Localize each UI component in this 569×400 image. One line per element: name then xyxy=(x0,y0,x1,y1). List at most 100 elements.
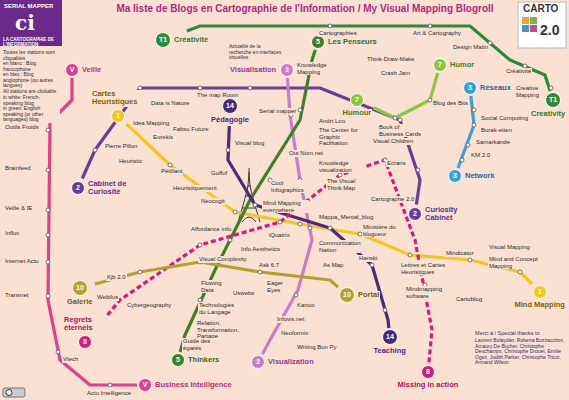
station-dot xyxy=(549,86,553,90)
station-dot xyxy=(56,350,60,354)
station-dot xyxy=(328,226,332,230)
terminus: 3Visualization xyxy=(251,355,315,369)
station-dot xyxy=(46,294,50,298)
station-dot xyxy=(370,263,374,267)
line-number: 10 xyxy=(72,280,88,296)
station-dot xyxy=(46,208,50,212)
station-name: The Center for Graphic Facilitation xyxy=(318,127,370,147)
station-name: Book of Business Cards xyxy=(378,124,425,137)
logo-text: SERIAL MAPPER xyxy=(3,3,54,10)
line-name: Galerie xyxy=(66,298,93,306)
station-dot xyxy=(138,270,142,274)
station-name: Eurekis xyxy=(152,134,174,141)
station-name: Hanski xyxy=(358,255,378,262)
station-dot xyxy=(298,222,302,226)
station-dot xyxy=(168,163,172,167)
terminus: 3Network xyxy=(448,169,496,183)
station-name: Mind and Concept Mapping xyxy=(488,256,545,269)
station-name: Creative Mapping xyxy=(515,85,547,98)
station-name: Relation, Transformation, Partage xyxy=(196,320,250,340)
line-name: Humour xyxy=(342,109,373,117)
terminus: 14Pédagogie xyxy=(210,98,250,125)
terminus: 3Visualisation xyxy=(229,63,294,77)
station-dot xyxy=(108,383,112,387)
legend-note: in green: English speaking (or other lan… xyxy=(2,106,60,123)
line-name: Les Penseurs xyxy=(327,38,378,46)
terminus: 1Mind Mapping xyxy=(514,285,567,310)
line-number: 3 xyxy=(463,81,477,95)
legend-note: en blanc : Blog francophone xyxy=(2,61,60,72)
legend-note: in white: French-speaking blog xyxy=(2,95,60,106)
station-name: Art & Cartography xyxy=(412,30,462,37)
station-name: Idea Mapping xyxy=(132,120,170,127)
station-dot xyxy=(226,148,230,152)
station-name: Heuristic xyxy=(118,158,143,165)
station-name: Blog des Bits xyxy=(432,100,469,107)
line-name: Business Intelligence xyxy=(154,381,233,389)
station-dot xyxy=(198,243,202,247)
station-name: Pétillant xyxy=(160,168,183,175)
station-name: Serial mapper xyxy=(258,108,297,115)
station-name: Eager Eyes xyxy=(266,280,294,293)
line-number: 10 xyxy=(339,287,355,303)
station-name: Fabso Future xyxy=(172,126,210,133)
station-name: Cartographe 2.0 xyxy=(370,196,415,203)
station-dot xyxy=(258,270,262,274)
station-name: Visual blog xyxy=(234,140,265,147)
line-name: Network xyxy=(464,172,496,180)
line-number: 1 xyxy=(533,285,547,299)
station-name: Communication Nation xyxy=(318,240,360,253)
station-name: Cybergeography xyxy=(126,302,172,309)
station-dot xyxy=(383,308,387,312)
station-dot xyxy=(398,118,402,122)
line-name: Réseaux xyxy=(479,84,512,92)
station-name: Samarkande xyxy=(475,139,511,146)
station-name: Kjb 2.0 xyxy=(106,274,127,281)
station-dot xyxy=(228,238,232,242)
station-dot xyxy=(408,253,412,257)
station-name: The map Room xyxy=(196,92,239,99)
station-dot xyxy=(308,226,312,230)
terminus: 10Portal xyxy=(339,287,381,303)
line-name: Curiosity Cabinet xyxy=(424,206,474,223)
station-name: Heuristiquement xyxy=(172,185,218,192)
station-name: As Map xyxy=(322,262,344,269)
line-name: Créativité xyxy=(173,36,209,44)
station-name: Vtech xyxy=(62,356,79,363)
station-dot xyxy=(328,24,332,28)
line-number: 5 xyxy=(171,353,185,367)
terminus: 1Cartes Heuristiques xyxy=(91,90,145,123)
line-number: 7 xyxy=(350,93,364,107)
terminus: 7Humor xyxy=(433,58,476,72)
station-dot xyxy=(233,210,237,214)
line-number: 3 xyxy=(280,63,294,77)
metro-line xyxy=(374,73,438,118)
terminus: 8Regrets éternels xyxy=(63,316,107,349)
station-name: Crash Jam xyxy=(380,70,411,77)
station-name: Design Matin xyxy=(452,44,489,51)
line-number: 14 xyxy=(382,329,398,345)
terminus: T1Créativité xyxy=(155,32,210,48)
station-name: Cartographies xyxy=(318,30,358,37)
station-dot xyxy=(338,173,342,177)
station-name: Flowing Data xyxy=(200,280,230,293)
station-dot xyxy=(294,293,298,297)
line-name: Missing in action xyxy=(397,381,460,389)
legend-note: Toutes les stations sont cliquables xyxy=(2,50,60,61)
terminus: 10Galerie xyxy=(66,280,94,307)
station-dot xyxy=(416,168,420,172)
cc-badge xyxy=(3,388,25,397)
line-number: 14 xyxy=(222,98,238,114)
station-dot xyxy=(393,116,397,120)
station-dot xyxy=(518,270,522,274)
station-name: Out Nom.net xyxy=(288,150,324,157)
station-name: Mappa_Mental_blog xyxy=(318,214,374,221)
station-name: Actu Intelligence xyxy=(86,390,132,397)
line-name: Thinkers xyxy=(187,356,220,364)
metro-line xyxy=(187,26,550,91)
line-name: Creativity xyxy=(530,110,566,118)
line-number: 8 xyxy=(421,365,435,379)
line-number: 8 xyxy=(78,335,92,349)
terminus: VVeille xyxy=(65,63,103,77)
line-number: 2 xyxy=(408,207,422,221)
